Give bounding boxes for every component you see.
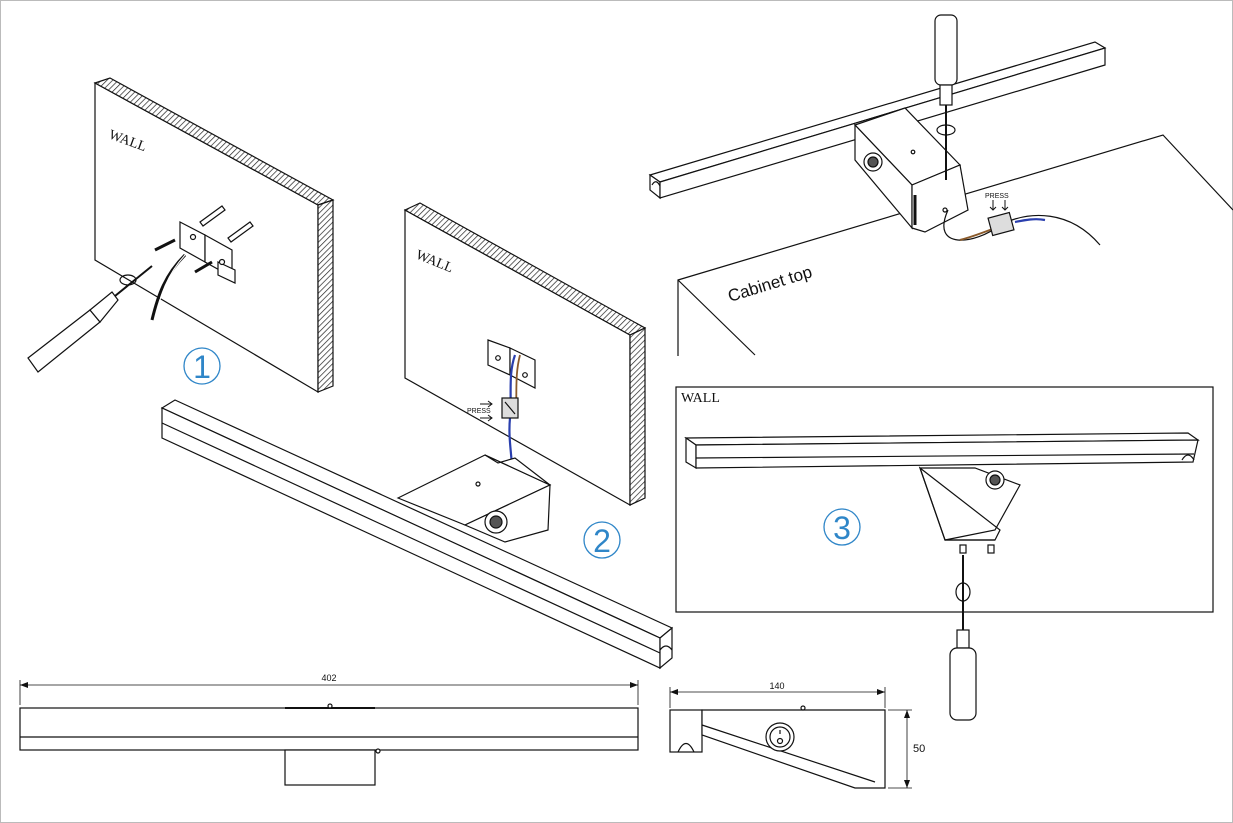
dimension-height-label: 50 [913,743,925,755]
screwdriver-icon [27,265,153,373]
light-bar-2 [160,399,674,670]
wall-side-edge-1 [317,199,334,393]
step-2-number: 2 [593,523,611,559]
side-view [669,687,912,789]
step-1-wall-mounting [27,77,335,394]
press-label-2: PRESS [467,408,491,415]
screw-icon [959,544,995,554]
light-bar-3 [684,432,1200,470]
bracket-1 [179,221,236,284]
wall-label-3: WALL [681,391,720,406]
front-view [19,680,639,786]
step-1-number: 1 [193,349,211,385]
mount-front [284,749,376,786]
dimension-length-label: 402 [321,673,336,683]
step-3-number: 3 [833,510,851,546]
cabinet-top-label: Cabinet top [726,262,815,306]
dimension-depth-label: 140 [769,681,784,691]
screwdriver-icon [934,14,958,180]
mount-body-2 [396,454,552,543]
press-arrow-icon [480,400,493,408]
wall-side-edge-2 [629,327,646,506]
step-1-circle [183,347,221,385]
screwdriver-icon [949,555,977,721]
press-arrow-icon [989,200,997,211]
press-label-1: PRESS [985,193,1009,200]
wall-plug-icon [199,205,254,243]
step-3-circle [823,508,861,546]
step-3-frame [675,386,1214,613]
cabinet-top-install [648,14,1233,356]
screw-icon [194,260,213,274]
step-2-circle [583,521,621,559]
light-bar-front [19,707,639,751]
step-2-wiring [160,202,674,670]
mount-body-top [853,107,969,233]
mount-body-3 [918,466,1021,541]
screw-icon [154,238,176,252]
press-arrow-icon [480,414,493,422]
cable-top [943,209,1101,246]
press-arrow-icon [1001,200,1009,211]
terminal-block-top [987,211,1015,237]
